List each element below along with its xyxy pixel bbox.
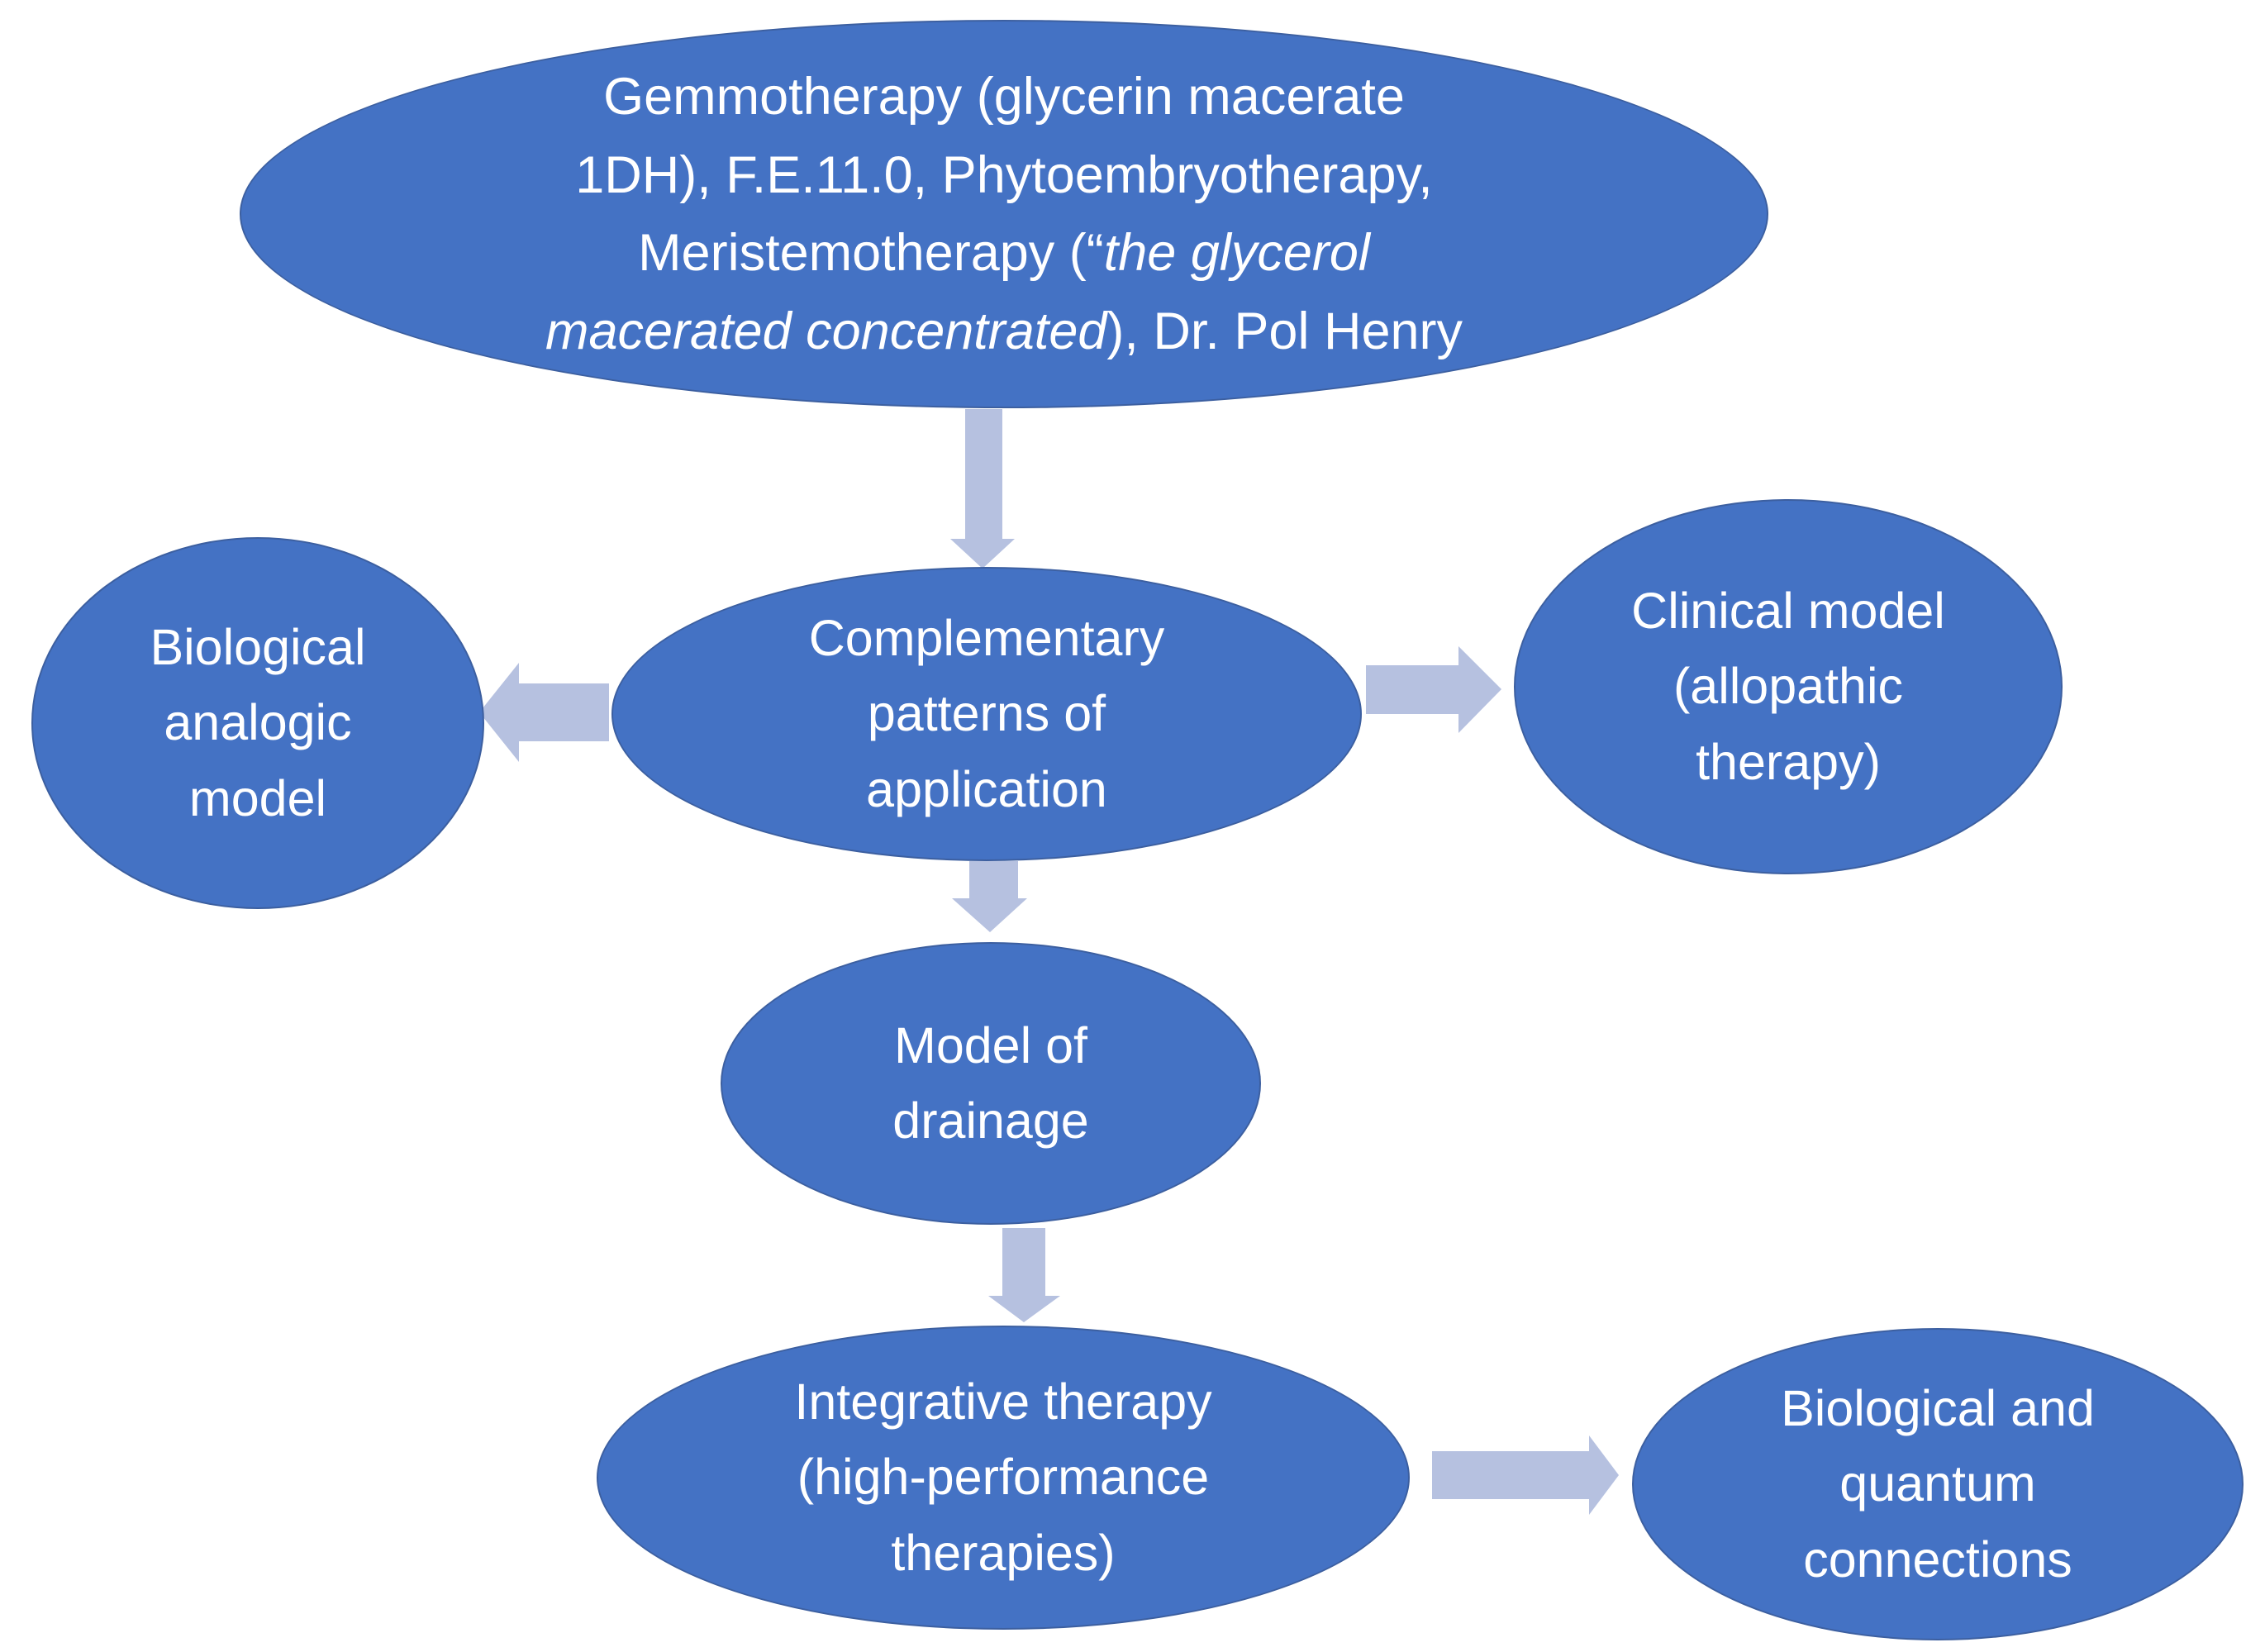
- node-label-line: therapies): [891, 1524, 1116, 1581]
- node-label-line: (allopathic: [1673, 658, 1904, 715]
- node-label-line: Biological and: [1781, 1379, 2095, 1436]
- node-label-line: application: [866, 760, 1107, 817]
- node-label-line: drainage: [892, 1093, 1089, 1149]
- node-clinical-model: Clinical model (allopathic therapy): [1514, 499, 2063, 874]
- node-label-line: quantum: [1839, 1455, 2036, 1512]
- node-label-line: 1DH), F.E.11.0, Phytoembryotherapy,: [575, 145, 1433, 204]
- arrow-complementary-to-clinical-right-icon: [1366, 646, 1501, 733]
- arrow-complementary-to-biological-left-icon: [479, 663, 609, 762]
- node-label-line: analogic: [164, 694, 352, 751]
- node-label-line: Model of: [894, 1016, 1087, 1074]
- node-label-line: Integrative therapy: [794, 1373, 1212, 1430]
- node-gemmotherapy: Gemmotherapy (glycerin macerate 1DH), F.…: [240, 20, 1768, 408]
- arrow-gemmotherapy-to-complementary-down-icon: [950, 409, 1015, 569]
- node-label-line: connections: [1803, 1531, 2072, 1588]
- node-label-line: (high-performance: [797, 1449, 1210, 1506]
- node-label-line: Clinical model: [1631, 582, 1945, 639]
- node-label-line: Biological: [150, 618, 366, 675]
- node-label-line: therapy): [1696, 733, 1881, 790]
- arrow-integrative-to-quantum-right-icon: [1432, 1435, 1619, 1515]
- node-label-line: macerated concentrated), Dr. Pol Henry: [545, 302, 1463, 360]
- node-label-line: patterns of: [867, 685, 1106, 742]
- node-label-line: Gemmotherapy (glycerin macerate: [603, 68, 1405, 126]
- node-complementary-patterns: Complementary patterns of application: [611, 567, 1362, 861]
- arrow-complementary-to-drainage-down-icon: [952, 861, 1027, 932]
- node-label-line: Complementary: [808, 609, 1165, 666]
- node-label-line: Meristemotherapy (“the glycerol: [638, 224, 1370, 282]
- node-biological-quantum-connections: Biological and quantum connections: [1632, 1328, 2244, 1640]
- node-label-line: model: [188, 769, 327, 826]
- arrow-drainage-to-integrative-down-icon: [988, 1228, 1060, 1322]
- node-model-of-drainage: Model of drainage: [721, 942, 1261, 1225]
- node-biological-analogic-model: Biological analogic model: [31, 537, 484, 909]
- node-integrative-therapy: Integrative therapy (high-performance th…: [597, 1326, 1410, 1630]
